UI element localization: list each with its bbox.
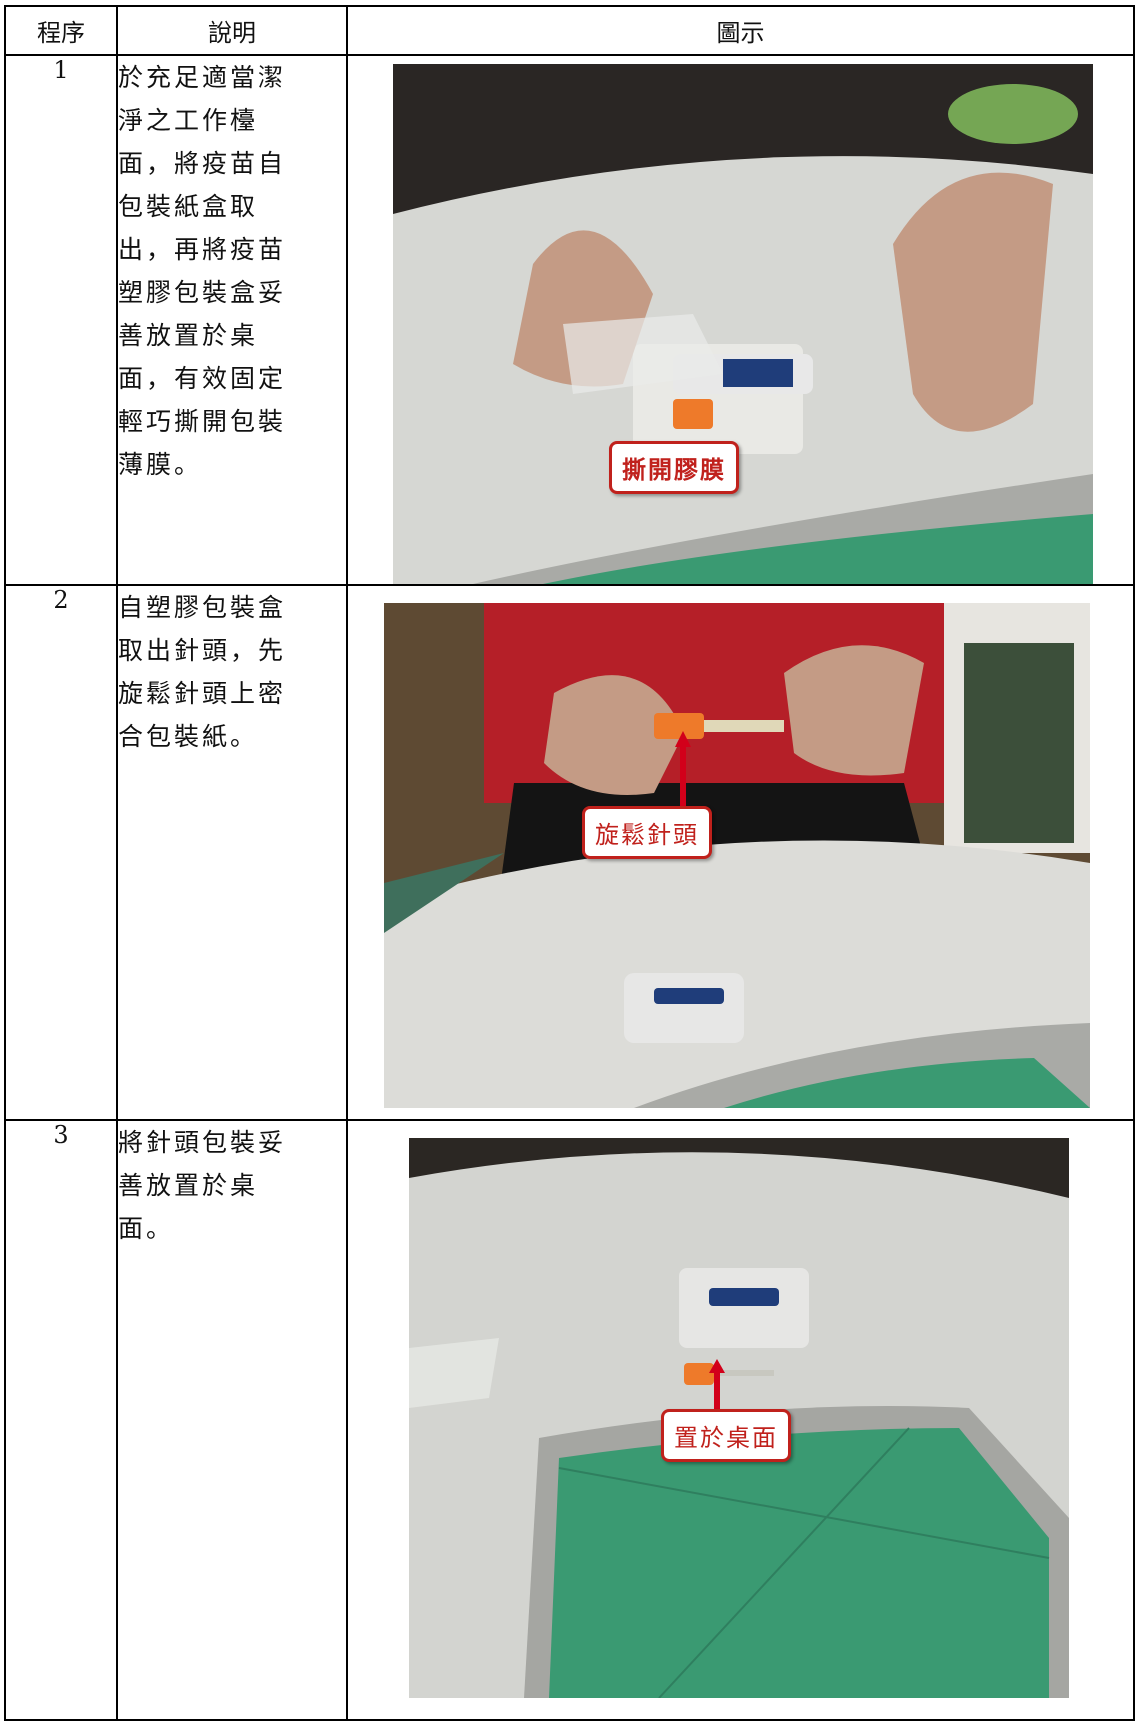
- description-line: 面。: [118, 1214, 175, 1243]
- description-line: 取出針頭，先: [118, 636, 287, 665]
- description-line: 包裝紙盒取: [118, 192, 259, 221]
- description-line: 薄膜。: [118, 450, 203, 479]
- callout-label: 撕開膠膜: [609, 441, 739, 494]
- table-header-row: 程序 說明 圖示: [4, 5, 1135, 56]
- callout-label: 置於桌面: [661, 1409, 791, 1462]
- step-illustration: 置於桌面: [346, 1119, 1135, 1721]
- description-line: 合包裝紙。: [118, 722, 259, 751]
- description-line: 善放置於桌: [118, 321, 259, 350]
- callout-label: 旋鬆針頭: [582, 806, 712, 859]
- description-line: 塑膠包裝盒妥: [118, 278, 287, 307]
- header-illustration: 圖示: [346, 5, 1135, 56]
- description-line: 輕巧撕開包裝: [118, 407, 287, 436]
- arrow-icon: [675, 731, 691, 831]
- description-line: 淨之工作檯: [118, 106, 259, 135]
- photo-loosen-needle: [384, 603, 1090, 1108]
- step-number: 1: [4, 54, 118, 586]
- description-line: 將針頭包裝妥: [118, 1128, 287, 1157]
- arrow-icon: [709, 1359, 725, 1419]
- step-description: 將針頭包裝妥 善放置於桌 面。: [116, 1119, 348, 1721]
- step-description: 於充足適當潔 淨之工作檯 面，將疫苗自 包裝紙盒取 出，再將疫苗 塑膠包裝盒妥 …: [116, 54, 348, 586]
- step-number: 3: [4, 1119, 118, 1721]
- photo-peel-film: [393, 64, 1093, 584]
- description-line: 於充足適當潔: [118, 63, 287, 92]
- description-line: 自塑膠包裝盒: [118, 593, 287, 622]
- header-step: 程序: [4, 5, 118, 56]
- table-row: 1 於充足適當潔 淨之工作檯 面，將疫苗自 包裝紙盒取 出，再將疫苗 塑膠包裝盒…: [4, 54, 1135, 586]
- description-line: 面，有效固定: [118, 364, 287, 393]
- step-description: 自塑膠包裝盒 取出針頭，先 旋鬆針頭上密 合包裝紙。: [116, 584, 348, 1121]
- step-number: 2: [4, 584, 118, 1121]
- procedure-table: 程序 說明 圖示 1 於充足適當潔 淨之工作檯 面，將疫苗自 包裝紙盒取 出，再…: [4, 5, 1135, 1721]
- step-illustration: 撕開膠膜: [346, 54, 1135, 586]
- header-description: 說明: [116, 5, 348, 56]
- table-row: 2 自塑膠包裝盒 取出針頭，先 旋鬆針頭上密 合包裝紙。: [4, 584, 1135, 1121]
- description-line: 出，再將疫苗: [118, 235, 287, 264]
- description-line: 面，將疫苗自: [118, 149, 287, 178]
- step-illustration: 旋鬆針頭: [346, 584, 1135, 1121]
- description-line: 善放置於桌: [118, 1171, 259, 1200]
- description-line: 旋鬆針頭上密: [118, 679, 287, 708]
- table-row: 3 將針頭包裝妥 善放置於桌 面。: [4, 1119, 1135, 1721]
